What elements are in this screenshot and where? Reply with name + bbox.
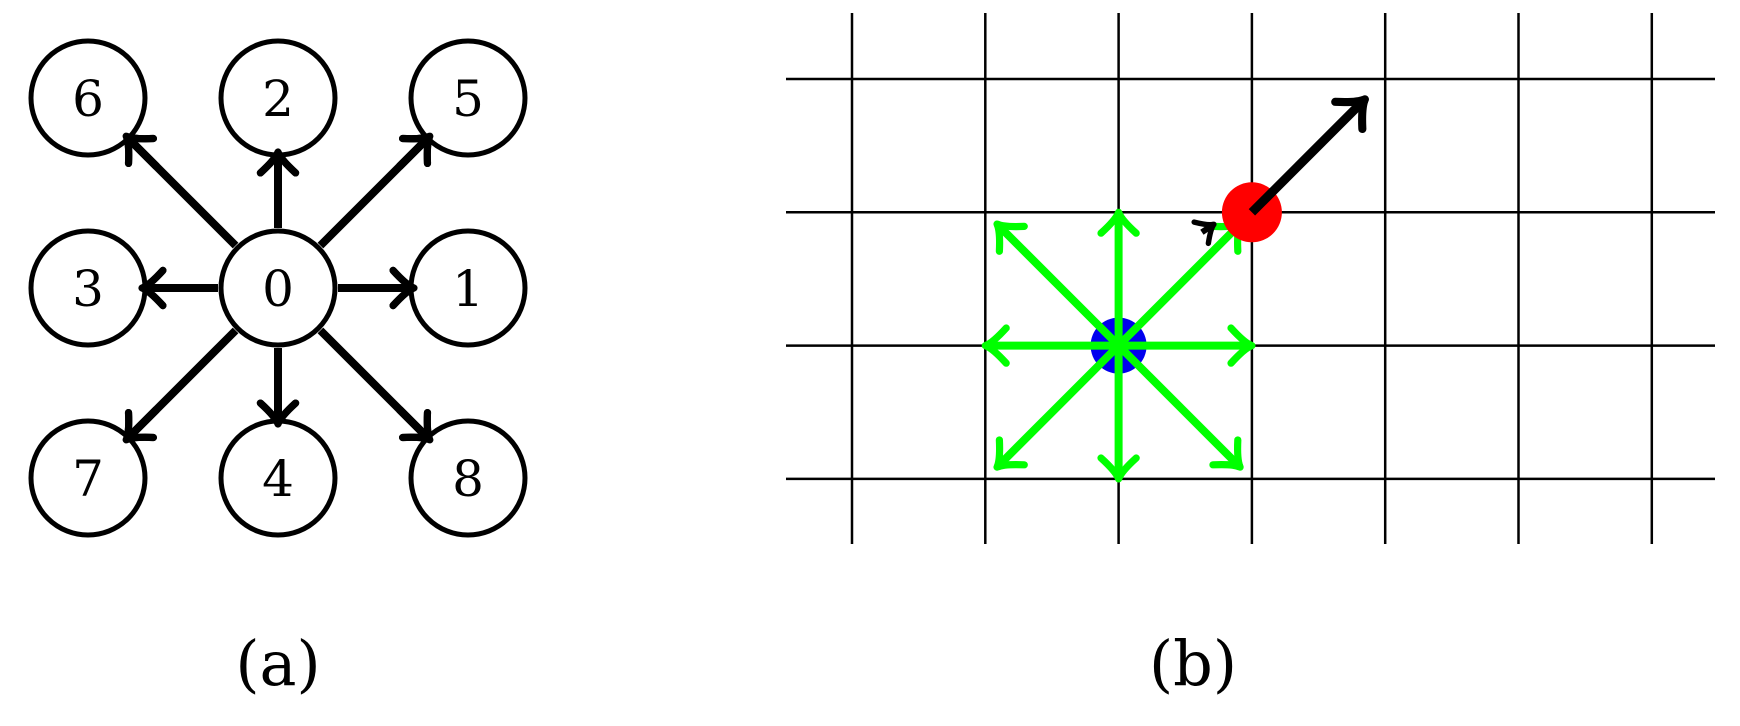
neighbor-arrow-5-shaft bbox=[994, 221, 1122, 349]
arrow-head-overlay-6-head bbox=[122, 132, 158, 168]
node-label: 4 bbox=[262, 450, 294, 508]
neighbor-arrow-0 bbox=[1118, 324, 1256, 367]
arrow-head-overlay-8-head bbox=[398, 408, 434, 444]
neighbor-arrow-7 bbox=[1115, 342, 1244, 471]
neighbor-arrow-4-shaft bbox=[1115, 221, 1243, 349]
node-5: 5 bbox=[408, 38, 528, 158]
neighbor-arrow-6 bbox=[993, 342, 1122, 471]
arrow-head-overlay-3-head bbox=[138, 266, 167, 310]
neighbor-arrow-3 bbox=[1097, 345, 1140, 483]
arrow-head-overlay-2-head bbox=[256, 148, 300, 177]
arrow-head-overlay-1-head bbox=[389, 266, 418, 310]
neighbor-arrow-5 bbox=[993, 220, 1122, 349]
node-1: 1 bbox=[408, 228, 528, 348]
panel-b-caption: (b) bbox=[1149, 627, 1237, 700]
arrow-head-overlay-6 bbox=[122, 132, 160, 170]
panel-a-caption: (a) bbox=[235, 627, 320, 700]
node-circle bbox=[28, 418, 148, 538]
node-circle bbox=[218, 228, 338, 348]
panel-b-grid-diagram bbox=[786, 13, 1715, 544]
neighbor-arrow-2-head bbox=[981, 324, 1010, 367]
neighbor-arrow-3-head bbox=[1097, 454, 1140, 483]
node-circle bbox=[408, 38, 528, 158]
arrow-head-overlay-4-head bbox=[256, 399, 300, 428]
node-circle bbox=[28, 38, 148, 158]
arrow-head-overlay-7 bbox=[122, 406, 160, 444]
node-label: 7 bbox=[72, 450, 104, 508]
node-label: 8 bbox=[452, 450, 484, 508]
neighbor-arrows bbox=[981, 208, 1256, 483]
node-label: 2 bbox=[262, 70, 294, 128]
neighbor-arrow-0-head bbox=[1227, 324, 1256, 367]
node-4: 4 bbox=[218, 418, 338, 538]
incoming-arrow bbox=[1191, 219, 1217, 247]
arrow-head-overlay-7-head bbox=[122, 408, 158, 444]
neighbor-arrow-4 bbox=[1115, 220, 1244, 349]
next-step-arrow-shaft bbox=[1248, 96, 1369, 216]
node-2: 2 bbox=[218, 38, 338, 158]
arrow-head-overlay-5-head bbox=[398, 132, 434, 168]
neighbor-arrow-6-head bbox=[993, 436, 1028, 471]
arrow-head-overlay-5 bbox=[396, 132, 434, 170]
arrow-head-overlay-2 bbox=[256, 148, 300, 195]
node-circle bbox=[408, 418, 528, 538]
arrow-head-overlay-1 bbox=[371, 266, 418, 310]
neighbor-arrow-7-shaft bbox=[1115, 342, 1243, 470]
next-step-arrow bbox=[1248, 95, 1369, 216]
node-8: 8 bbox=[408, 418, 528, 538]
node-label: 1 bbox=[452, 260, 484, 318]
node-center: 0 bbox=[218, 228, 338, 348]
next-step-arrow-head bbox=[1331, 95, 1369, 134]
panel-a-neighborhood-diagram: 1 2 3 4 5 6 7 8 0 bbox=[28, 38, 528, 538]
node-7: 7 bbox=[28, 418, 148, 538]
node-label: 0 bbox=[262, 260, 294, 318]
neighbor-arrow-2 bbox=[981, 324, 1119, 367]
neighbor-arrow-5-head bbox=[993, 220, 1028, 255]
neighbor-arrow-7-head bbox=[1209, 436, 1244, 471]
arrow-head-overlay-8 bbox=[396, 406, 434, 444]
neighbor-arrow-6-shaft bbox=[994, 342, 1122, 470]
node-label: 5 bbox=[452, 70, 484, 128]
incoming-arrow-head bbox=[1191, 219, 1217, 247]
grid bbox=[786, 13, 1715, 544]
node-3: 3 bbox=[28, 228, 148, 348]
neighbor-arrow-1 bbox=[1097, 208, 1140, 346]
arrow-head-overlay-4 bbox=[256, 381, 300, 428]
node-label: 3 bbox=[72, 260, 104, 318]
neighbor-arrow-1-head bbox=[1097, 208, 1140, 237]
arrow-head-overlay-3 bbox=[138, 266, 185, 310]
node-6: 6 bbox=[28, 38, 148, 158]
node-label: 6 bbox=[72, 70, 104, 128]
